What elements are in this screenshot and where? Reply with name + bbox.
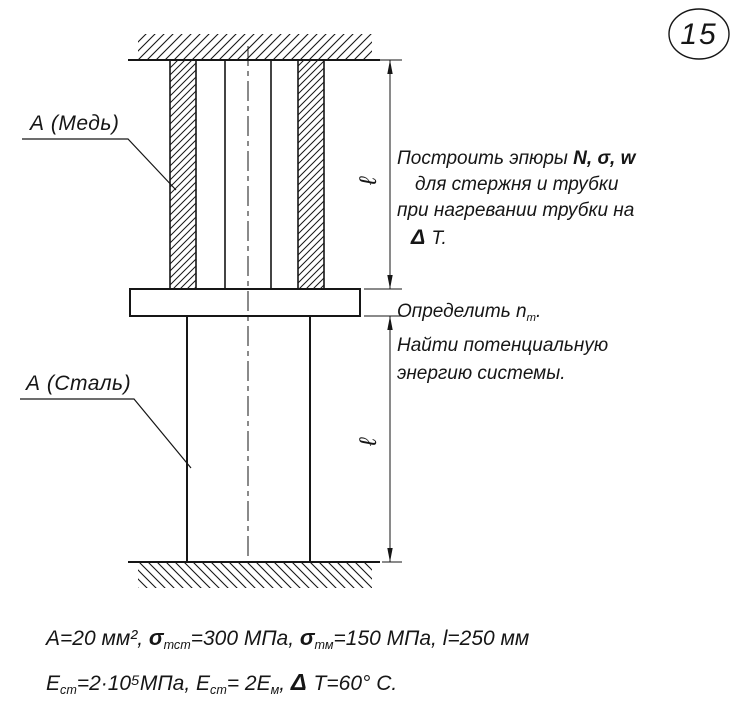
modulus-relation: = 2Е xyxy=(226,672,271,695)
given-data: А=20 мм², σтст=300 МПа, σтм=150 МПа, l=2… xyxy=(46,616,529,704)
task-line-5-text: Определить n xyxy=(397,301,527,322)
dim-lower-label: ℓ xyxy=(355,437,382,447)
task-line-4-text: Т. xyxy=(426,228,447,249)
delta-symbol: Δ xyxy=(411,225,427,249)
task-line-1: Построить эпюры N, σ, w xyxy=(397,146,635,172)
sigma-symbol-2: σ xyxy=(299,625,315,650)
tube-left-wall xyxy=(169,59,197,290)
copper-label-leader xyxy=(22,138,177,191)
task-line-2: для стержня и трубки xyxy=(415,174,619,195)
task-line-4: Δ Т. xyxy=(411,224,635,252)
bottom-support-hatch xyxy=(138,562,372,588)
modulus-sub-2: ст xyxy=(210,683,227,697)
dim-lower-arrow-bottom xyxy=(387,548,393,562)
given-line-1: А=20 мм², σтст=300 МПа, σтм=150 МПа, l=2… xyxy=(46,616,529,660)
dim-upper-label: ℓ xyxy=(355,176,382,186)
modulus-sub-3: м xyxy=(270,683,280,697)
steel-label-leader xyxy=(20,398,192,469)
dim-lower-arrow-top xyxy=(387,316,393,330)
tube-right-wall xyxy=(297,59,325,290)
steel-label: А (Сталь) xyxy=(26,372,132,395)
problem-number: 15 xyxy=(680,18,717,51)
task-statement-lower: Определить nт. Найти потенциальную энерг… xyxy=(397,298,608,388)
task-line-7: энергию системы. xyxy=(397,363,566,384)
task-statement-upper: Построить эпюры N, σ, w для стержня и тр… xyxy=(397,146,635,252)
temperature-value: Т=60° С. xyxy=(307,672,398,695)
task-line-5-dot: . xyxy=(536,301,542,322)
modulus-sub-1: ст xyxy=(60,683,77,697)
given-sigma-steel-value: =300 МПа, xyxy=(190,627,300,650)
dim-upper-arrow-top xyxy=(387,60,393,74)
given-area: А=20 мм², xyxy=(46,627,149,650)
delta-symbol-given: Δ xyxy=(290,669,308,695)
task-line-3: при нагревании трубки на xyxy=(397,200,635,221)
sigma-symbol-1: σ xyxy=(148,625,164,650)
modulus-symbol-1: Е xyxy=(46,672,61,695)
given-line-2: Ест=2·10⁵МПа, Ест= 2Ем, Δ Т=60° С. xyxy=(46,660,529,704)
sigma-sub-1: тст xyxy=(163,638,191,652)
sigma-sub-2: тм xyxy=(314,638,334,652)
task-line-5-sub: т xyxy=(526,312,537,324)
given-sigma-copper-value: =150 МПа, l=250 мм xyxy=(333,627,530,650)
task-line-5: Определить nт. xyxy=(397,298,608,332)
middle-plate xyxy=(129,288,361,317)
task-line-1-symbols: N, σ, w xyxy=(573,148,636,169)
given-comma: , xyxy=(279,672,291,695)
modulus-symbol-2: Е xyxy=(196,672,211,695)
dim-upper-arrow-bottom xyxy=(387,275,393,289)
task-line-6: Найти потенциальную xyxy=(397,335,609,356)
problem-number-circle xyxy=(668,8,730,60)
modulus-value: =2·10⁵МПа, xyxy=(76,672,196,695)
task-line-1-text: Построить эпюры xyxy=(397,148,574,169)
top-support-hatch xyxy=(138,34,372,60)
copper-label: А (Медь) xyxy=(30,112,120,135)
